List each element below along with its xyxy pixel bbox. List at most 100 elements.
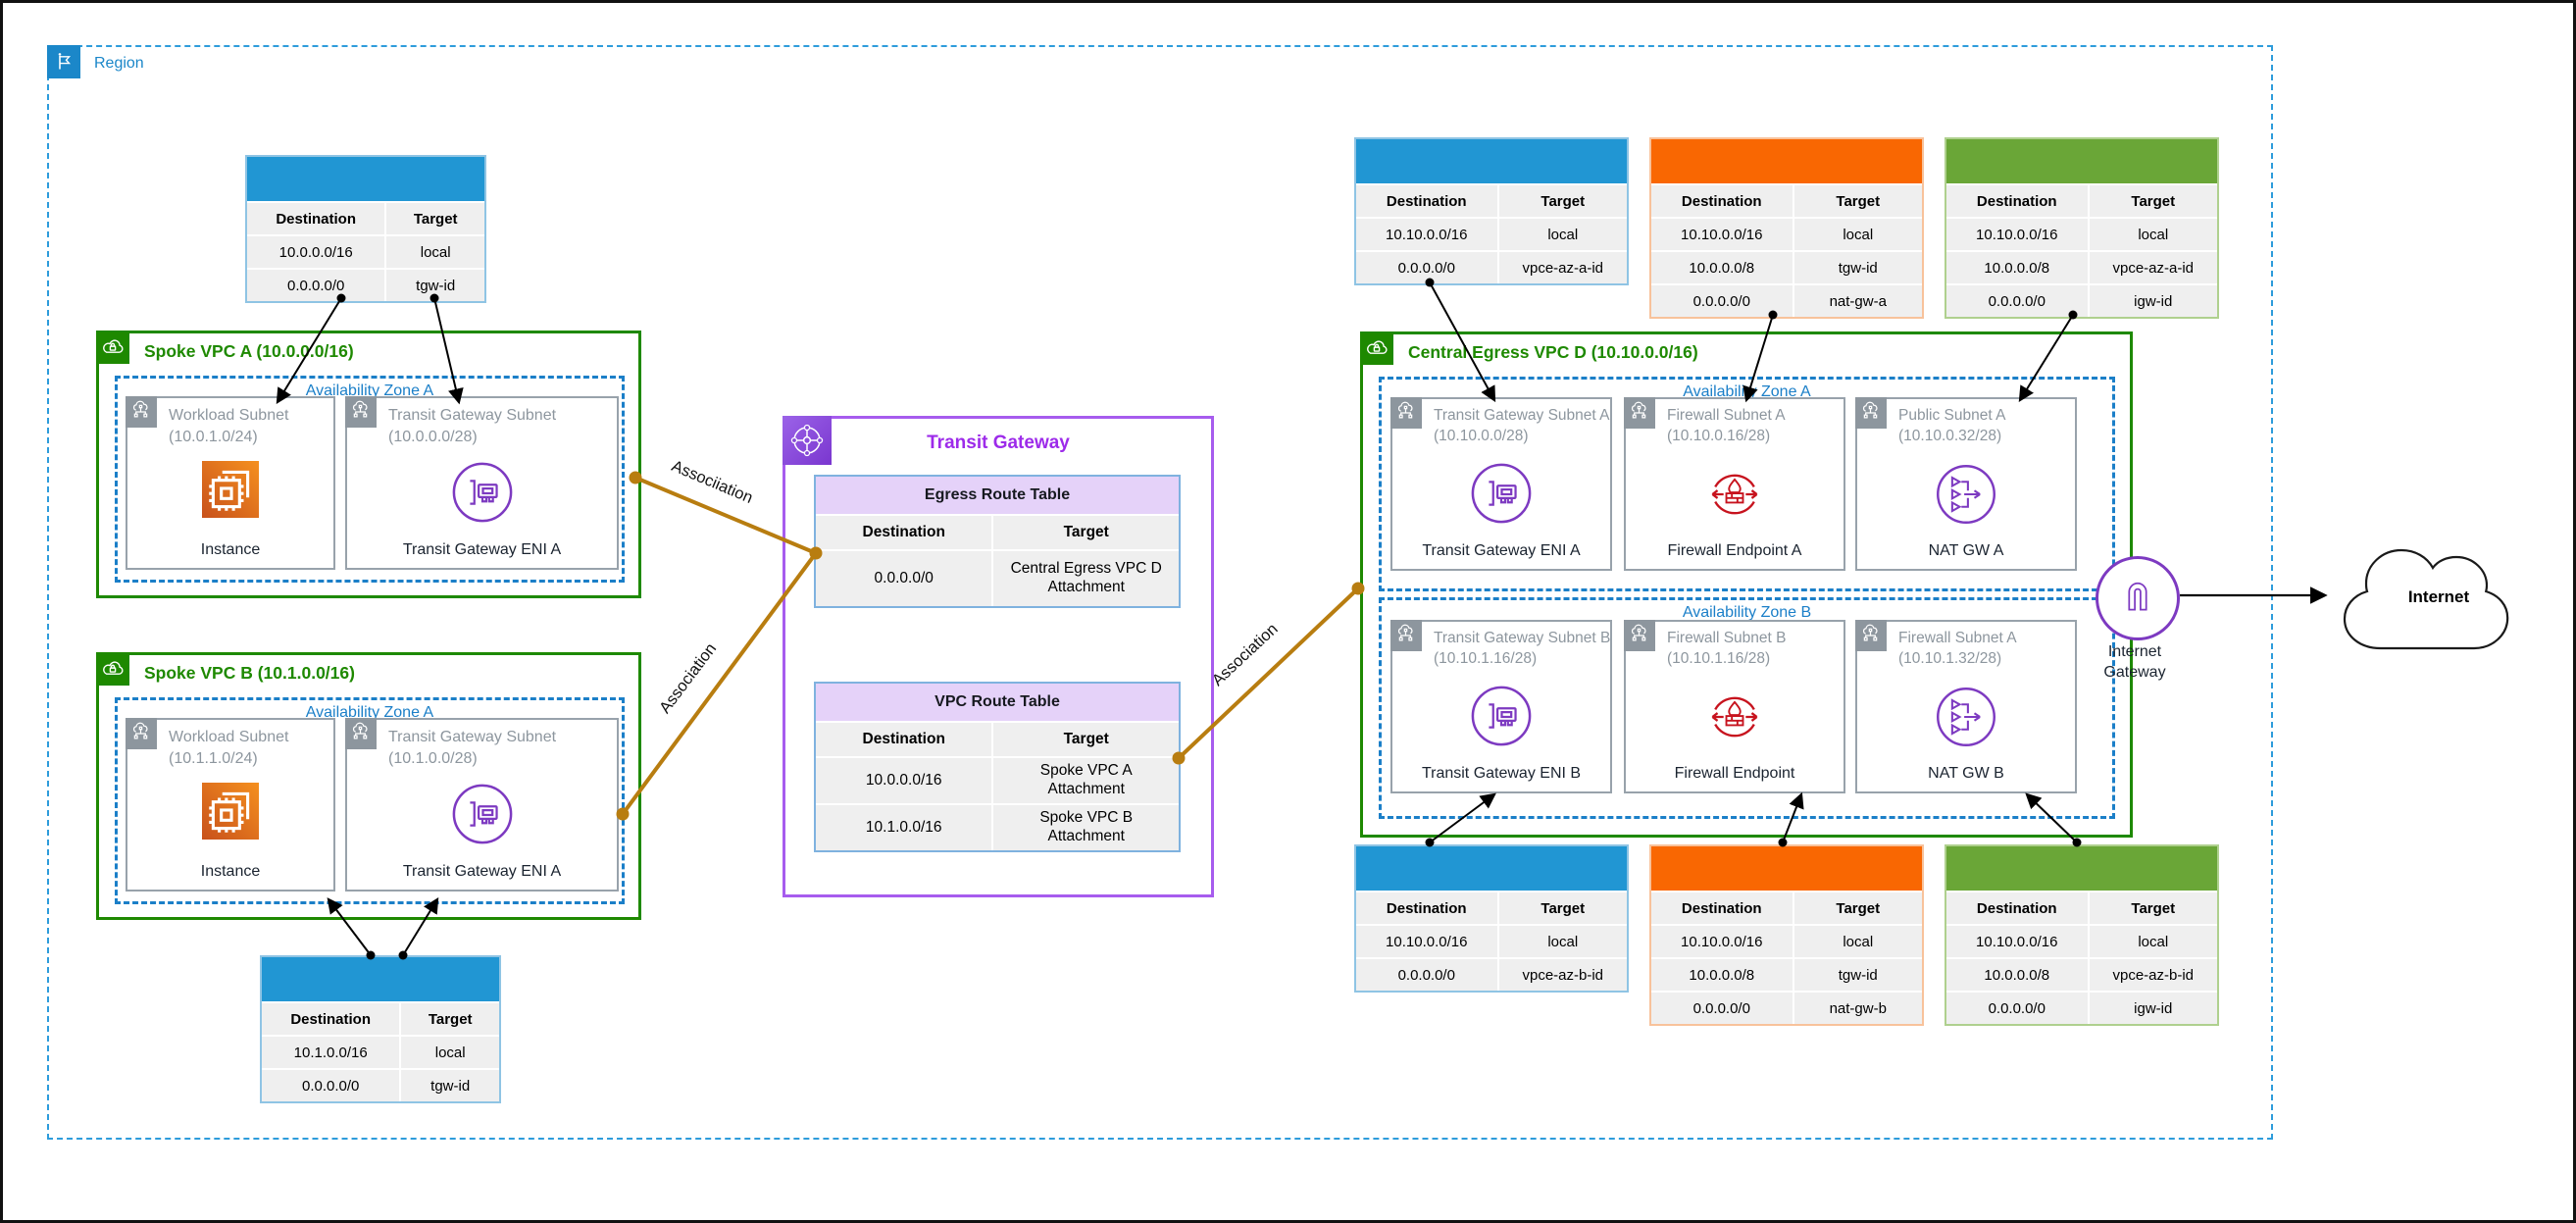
rt-header-band bbox=[1946, 846, 2217, 891]
resource-label: Transit Gateway ENI A bbox=[1422, 542, 1581, 559]
rt-cell: local bbox=[1498, 926, 1627, 957]
rt-header-band bbox=[1651, 139, 1922, 183]
resource-label: Firewall Endpoint A bbox=[1667, 542, 1802, 559]
subnet-icon bbox=[344, 717, 377, 749]
rt-col-header: Destination bbox=[1651, 185, 1793, 217]
rt-col-header: Target bbox=[1498, 892, 1627, 924]
transit-gateway-title: Transit Gateway bbox=[927, 433, 1070, 453]
resource-label: Instance bbox=[200, 863, 261, 880]
subnet-icon bbox=[125, 395, 157, 428]
route-table-spoke-a: Destination Target 10.0.0.0/16 local 0.0… bbox=[245, 155, 486, 303]
subnet-icon bbox=[125, 717, 157, 749]
public-subnet-a: Public Subnet A (10.10.0.32/28) NAT GW A bbox=[1854, 396, 2077, 571]
subnet-icon bbox=[1389, 396, 1422, 429]
subnet-name: Public Subnet A (10.10.0.32/28) bbox=[1898, 407, 2006, 444]
az-label: Availability Zone A bbox=[305, 704, 434, 721]
region-label: Region bbox=[94, 55, 144, 72]
rt-cell: 0.0.0.0/0 bbox=[1651, 993, 1793, 1024]
rt-cell: local bbox=[386, 236, 484, 268]
internet-label: Internet bbox=[2407, 587, 2470, 606]
rt-cell: 0.0.0.0/0 bbox=[816, 551, 992, 606]
resource-label: Instance bbox=[200, 541, 261, 558]
rt-col-header: Destination bbox=[1946, 892, 2088, 924]
availability-zone-b: Availability Zone B bbox=[1379, 597, 2115, 819]
subnet-name: Transit Gateway Subnet B (10.10.1.16/28) bbox=[1434, 630, 1611, 667]
az-label: Availability Zone B bbox=[1682, 604, 1812, 621]
vpc-icon bbox=[1360, 331, 1393, 365]
subnet-icon bbox=[1389, 619, 1422, 651]
vpc-title: Central Egress VPC D (10.10.0.0/16) bbox=[1408, 342, 1698, 362]
rt-cell: igw-id bbox=[2089, 285, 2217, 317]
egress-route-table: Egress Route Table Destination Target 0.… bbox=[814, 475, 1181, 608]
resource-label: Transit Gateway ENI B bbox=[1421, 765, 1582, 782]
rt-cell: local bbox=[2089, 219, 2217, 250]
subnet-name: Workload Subnet (10.0.1.0/24) bbox=[169, 407, 289, 445]
rt-col-header: Target bbox=[1498, 185, 1627, 217]
resource-label: Firewall Endpoint bbox=[1674, 765, 1795, 782]
transit-gateway-icon bbox=[783, 416, 832, 465]
rt-col-header: Destination bbox=[816, 516, 992, 549]
firewall-subnet-a-natgwb: Firewall Subnet A (10.10.1.32/28) NAT GW… bbox=[1854, 619, 2077, 793]
subnet-icon bbox=[1623, 396, 1655, 429]
rt-cell: local bbox=[1498, 219, 1627, 250]
rt-col-header: Destination bbox=[262, 1003, 400, 1035]
central-egress-vpc-d: Central Egress VPC D (10.10.0.0/16) Avai… bbox=[1360, 331, 2133, 838]
eni-icon bbox=[347, 461, 617, 524]
route-table-az-b-firewall: Destination Target 10.10.0.0/16 local 10… bbox=[1649, 844, 1924, 1026]
instance-icon bbox=[127, 461, 333, 518]
subnet-icon bbox=[344, 395, 377, 428]
subnet-icon bbox=[1854, 396, 1887, 429]
firewall-subnet-a: Firewall Subnet A (10.10.0.16/28) Firewa… bbox=[1623, 396, 1845, 571]
subnet-name: Transit Gateway Subnet (10.0.0.0/28) bbox=[388, 407, 557, 445]
resource-label: NAT GW A bbox=[1928, 542, 2004, 559]
route-table-az-b-public: Destination Target 10.10.0.0/16 local 10… bbox=[1945, 844, 2219, 1026]
subnet-name: Workload Subnet (10.1.1.0/24) bbox=[169, 729, 289, 767]
eni-icon bbox=[347, 783, 617, 845]
rt-cell: 0.0.0.0/0 bbox=[262, 1070, 400, 1101]
rt-col-header: Destination bbox=[1356, 892, 1497, 924]
rt-cell: 10.0.0.0/16 bbox=[816, 758, 992, 803]
firewall-endpoint-icon bbox=[1626, 462, 1844, 527]
table-title: Egress Route Table bbox=[816, 477, 1179, 514]
rt-col-header: Destination bbox=[1651, 892, 1793, 924]
vpc-title: Spoke VPC A (10.0.0.0/16) bbox=[144, 341, 354, 361]
subnet-name: Firewall Subnet B (10.10.1.16/28) bbox=[1667, 630, 1787, 667]
subnet-icon bbox=[1623, 619, 1655, 651]
rt-cell: 0.0.0.0/0 bbox=[1651, 285, 1793, 317]
rt-cell: local bbox=[401, 1037, 499, 1068]
rt-cell: local bbox=[2089, 926, 2217, 957]
rt-header-band bbox=[1651, 846, 1922, 891]
rt-cell: 10.10.0.0/16 bbox=[1946, 926, 2088, 957]
spoke-vpc-a: Spoke VPC A (10.0.0.0/16) Availability Z… bbox=[96, 331, 641, 598]
vpc-icon bbox=[96, 652, 129, 686]
nat-gateway-icon bbox=[1857, 462, 2075, 527]
region-icon bbox=[47, 45, 80, 78]
subnet-name: Firewall Subnet A (10.10.1.32/28) bbox=[1898, 630, 2017, 667]
rt-cell: 10.0.0.0/8 bbox=[1651, 252, 1793, 283]
rt-col-header: Target bbox=[2089, 185, 2217, 217]
workload-subnet-b: Workload Subnet (10.1.1.0/24) Instance bbox=[125, 717, 335, 892]
nat-gateway-icon bbox=[1857, 685, 2075, 749]
rt-header-band bbox=[1356, 846, 1627, 891]
vpc-title: Spoke VPC B (10.1.0.0/16) bbox=[144, 663, 355, 683]
tgw-subnet-a-d: Transit Gateway Subnet A (10.10.0.0/28) … bbox=[1389, 396, 1612, 571]
rt-cell: tgw-id bbox=[386, 270, 484, 301]
rt-col-header: Target bbox=[386, 203, 484, 234]
rt-col-header: Destination bbox=[247, 203, 385, 234]
instance-icon bbox=[127, 783, 333, 840]
table-title: VPC Route Table bbox=[816, 684, 1179, 721]
rt-col-header: Destination bbox=[1356, 185, 1497, 217]
rt-cell: 0.0.0.0/0 bbox=[1946, 993, 2088, 1024]
rt-cell: 10.0.0.0/16 bbox=[247, 236, 385, 268]
rt-cell: vpce-az-b-id bbox=[2089, 959, 2217, 991]
rt-col-header: Target bbox=[1793, 892, 1922, 924]
rt-cell: 10.10.0.0/16 bbox=[1651, 926, 1793, 957]
firewall-subnet-b: Firewall Subnet B (10.10.1.16/28) Firewa… bbox=[1623, 619, 1845, 793]
rt-cell: 0.0.0.0/0 bbox=[1356, 252, 1497, 283]
route-table-az-a-vpce: Destination Target 10.10.0.0/16 local 0.… bbox=[1354, 137, 1629, 285]
firewall-endpoint-icon bbox=[1626, 685, 1844, 749]
rt-cell: 0.0.0.0/0 bbox=[1946, 285, 2088, 317]
rt-col-header: Target bbox=[2089, 892, 2217, 924]
rt-cell: 0.0.0.0/0 bbox=[1356, 959, 1497, 991]
